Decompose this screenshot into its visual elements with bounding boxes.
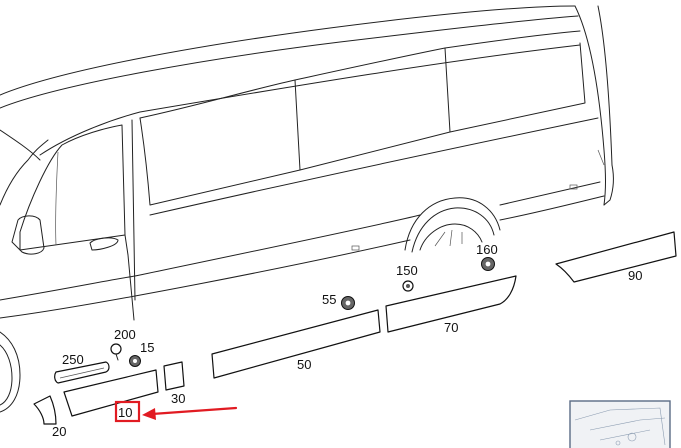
- callout-15[interactable]: 15: [140, 340, 154, 355]
- callout-labels: 200 15 250 30 10 20 50 55 150 160 70 90: [52, 242, 642, 439]
- callout-200[interactable]: 200: [114, 327, 136, 342]
- van-outline: [0, 5, 614, 413]
- highlight-arrow-head: [142, 408, 156, 420]
- parts: [33, 231, 677, 425]
- clip-55: [341, 296, 355, 310]
- part-70-shape: [385, 275, 517, 333]
- clip-150: [402, 280, 414, 292]
- callout-250[interactable]: 250: [62, 352, 84, 367]
- callout-10[interactable]: 10: [118, 405, 132, 420]
- part-10-shape: [63, 369, 159, 417]
- highlight-box: [114, 400, 141, 423]
- clip-15: [129, 355, 141, 367]
- highlight-arrow-line: [150, 406, 238, 416]
- callout-20[interactable]: 20: [52, 424, 66, 439]
- callout-150[interactable]: 150: [396, 263, 418, 278]
- callout-160[interactable]: 160: [476, 242, 498, 257]
- callout-55[interactable]: 55: [322, 292, 336, 307]
- part-90-shape: [555, 231, 677, 283]
- part-250-shape: [54, 361, 110, 384]
- callout-90[interactable]: 90: [628, 268, 642, 283]
- vehicle-thumbnail[interactable]: [569, 400, 671, 448]
- part-50-shape: [211, 309, 381, 379]
- part-20-shape: [33, 395, 57, 425]
- clip-160: [481, 257, 495, 271]
- callout-50[interactable]: 50: [297, 357, 311, 372]
- clip-200: [110, 343, 122, 361]
- callout-70[interactable]: 70: [444, 320, 458, 335]
- callout-30[interactable]: 30: [171, 391, 185, 406]
- highlight-callout-10: [114, 400, 238, 423]
- part-30-shape: [163, 361, 185, 391]
